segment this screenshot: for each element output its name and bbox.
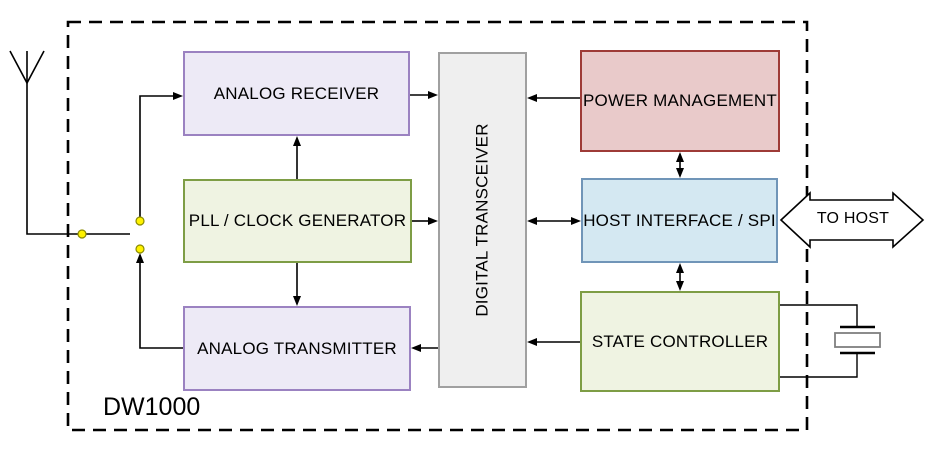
connector-switch-to-receiver — [139, 92, 183, 217]
rf-switch — [77, 216, 145, 254]
block-pll-clock-generator: PLL / CLOCK GENERATOR — [183, 179, 412, 263]
switch-pole-node — [77, 229, 87, 239]
switch-rx-node — [135, 216, 145, 226]
block-host-interface-spi: HOST INTERFACE / SPI — [581, 178, 778, 263]
to-host-label: TO HOST — [816, 210, 890, 227]
antenna-icon — [9, 50, 130, 235]
block-analog-transmitter: ANALOG TRANSMITTER — [183, 306, 411, 391]
block-digital-transceiver: DIGITAL TRANSCEIVER — [438, 52, 527, 388]
to-host-arrow — [779, 191, 925, 249]
switch-tx-node — [135, 244, 145, 254]
block-state-controller: STATE CONTROLLER — [580, 291, 780, 392]
state-controller-label: STATE CONTROLLER — [591, 331, 769, 351]
crystal-oscillator-icon — [780, 304, 881, 378]
analog-receiver-label: ANALOG RECEIVER — [213, 83, 380, 103]
chip-name-label: DW1000 — [103, 393, 201, 421]
analog-transmitter-label: ANALOG TRANSMITTER — [197, 338, 397, 358]
digital-transceiver-label: DIGITAL TRANSCEIVER — [472, 123, 492, 317]
block-power-management: POWER MANAGEMENT — [580, 50, 780, 152]
power-management-label: POWER MANAGEMENT — [583, 91, 777, 110]
pll-clock-generator-label: PLL / CLOCK GENERATOR — [188, 211, 407, 230]
connector-transmitter-to-switch — [136, 253, 183, 349]
chip-boundary-dashed — [66, 20, 809, 432]
host-interface-spi-label: HOST INTERFACE / SPI — [583, 210, 776, 230]
block-analog-receiver: ANALOG RECEIVER — [183, 51, 410, 136]
